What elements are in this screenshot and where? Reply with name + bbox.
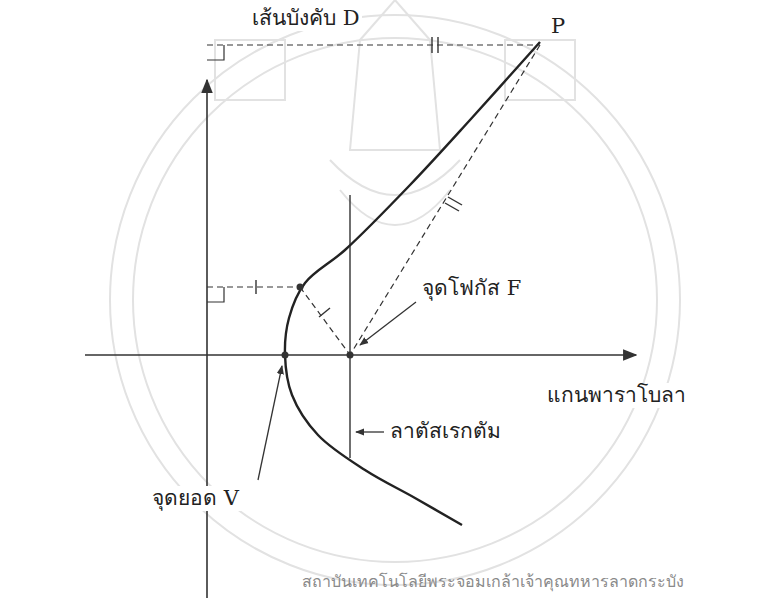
seal-watermark xyxy=(110,0,680,585)
directrix-line xyxy=(206,80,208,598)
distance-lines xyxy=(207,45,540,355)
point-label: P xyxy=(549,14,567,39)
vertex-label: จุดยอด V xyxy=(150,486,241,511)
watermark: สถาบันเทคโนโลยีพระจอมเกล้าเจ้าคุณทหารลาด… xyxy=(300,572,686,591)
directrix-label: เส้นบังคับ D xyxy=(250,6,362,31)
axis-line xyxy=(85,354,636,356)
focus-label: จุดโฟกัส F xyxy=(420,276,523,301)
parabola-curve xyxy=(285,42,540,525)
equal-ticks xyxy=(256,37,462,317)
right-angle-mark xyxy=(207,45,224,302)
leader-arrow xyxy=(258,302,416,480)
latus-rectum-line xyxy=(349,195,350,458)
latus-rectum-label: ลาตัสเรกตัม xyxy=(388,419,503,444)
axis-label: แกนพาราโบลา xyxy=(545,383,688,408)
point-dot xyxy=(282,284,354,359)
